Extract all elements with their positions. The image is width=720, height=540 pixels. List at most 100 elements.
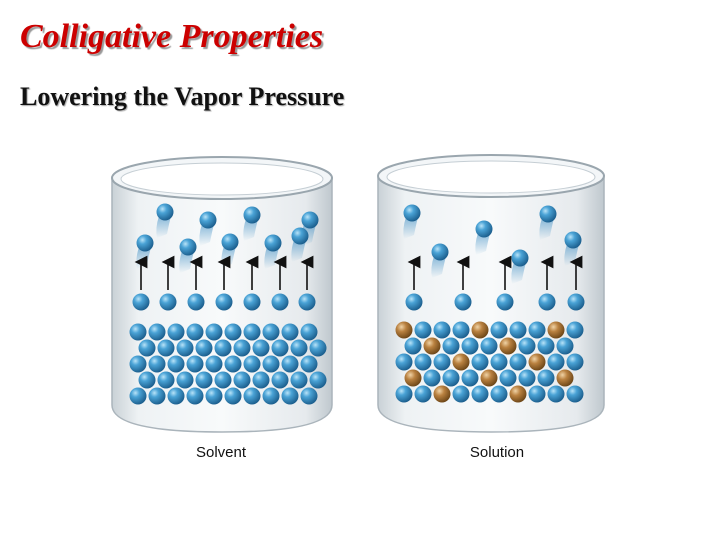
solvent-particle bbox=[195, 371, 213, 389]
solvent-particle bbox=[404, 337, 422, 355]
solvent-particle bbox=[271, 371, 289, 389]
solvent-particle bbox=[233, 371, 251, 389]
solvent-particle bbox=[281, 323, 299, 341]
solvent-particle bbox=[566, 353, 584, 371]
solvent-particle bbox=[490, 385, 508, 403]
solvent-particle bbox=[262, 323, 280, 341]
solvent-particle bbox=[243, 387, 261, 405]
solute-particle bbox=[452, 353, 470, 371]
solute-particle bbox=[404, 369, 422, 387]
solvent-particle bbox=[138, 339, 156, 357]
solvent-particle bbox=[300, 387, 318, 405]
solvent-particle bbox=[475, 220, 493, 238]
solvent-particle bbox=[205, 323, 223, 341]
vapor-trail bbox=[291, 240, 306, 262]
solvent-particle bbox=[205, 387, 223, 405]
solvent-particle bbox=[129, 387, 147, 405]
solvent-particle bbox=[452, 321, 470, 339]
solvent-particle bbox=[556, 337, 574, 355]
slide-title: Colligative Properties bbox=[20, 18, 324, 55]
solvent-particle bbox=[224, 323, 242, 341]
solvent-particle bbox=[301, 211, 319, 229]
solvent-particle bbox=[271, 293, 289, 311]
solvent-particle bbox=[309, 339, 327, 357]
solvent-particle bbox=[395, 353, 413, 371]
solute-particle bbox=[480, 369, 498, 387]
solvent-particle bbox=[433, 353, 451, 371]
solvent-particle bbox=[442, 337, 460, 355]
solvent-particle bbox=[176, 371, 194, 389]
solvent-particle bbox=[138, 371, 156, 389]
solvent-particle bbox=[252, 339, 270, 357]
solvent-particle bbox=[186, 323, 204, 341]
solvent-particle bbox=[129, 355, 147, 373]
solvent-particle bbox=[281, 355, 299, 373]
solvent-particle bbox=[252, 371, 270, 389]
solvent-particle bbox=[156, 203, 174, 221]
solvent-particle bbox=[132, 293, 150, 311]
solvent-particle bbox=[262, 355, 280, 373]
solvent-particle bbox=[509, 321, 527, 339]
solvent-particle bbox=[243, 355, 261, 373]
solute-particle bbox=[547, 321, 565, 339]
solvent-particle bbox=[243, 323, 261, 341]
solvent-particle bbox=[129, 323, 147, 341]
solvent-particle bbox=[431, 243, 449, 261]
solvent-particle bbox=[414, 353, 432, 371]
solvent-particle bbox=[262, 387, 280, 405]
solvent-particle bbox=[547, 385, 565, 403]
solvent-particle bbox=[157, 339, 175, 357]
beaker-glass bbox=[377, 177, 605, 433]
vapor-trail bbox=[539, 218, 554, 240]
vapor-trail bbox=[564, 244, 579, 266]
solvent-particle bbox=[537, 337, 555, 355]
solvent-particle bbox=[395, 385, 413, 403]
solvent-particle bbox=[291, 227, 309, 245]
vapor-trail bbox=[403, 217, 418, 239]
solvent-particle bbox=[243, 293, 261, 311]
solvent-particle bbox=[298, 293, 316, 311]
solvent-particle bbox=[221, 233, 239, 251]
vapor-trail bbox=[243, 219, 258, 241]
solvent-particle bbox=[471, 353, 489, 371]
solvent-particle bbox=[199, 211, 217, 229]
vapor-trail bbox=[475, 233, 490, 255]
solvent-particle bbox=[186, 387, 204, 405]
solvent-particle bbox=[405, 293, 423, 311]
solute-particle bbox=[499, 337, 517, 355]
solvent-particle bbox=[214, 339, 232, 357]
solvent-particle bbox=[176, 339, 194, 357]
solvent-particle bbox=[300, 355, 318, 373]
vapor-trail bbox=[264, 247, 279, 269]
solvent-particle bbox=[454, 293, 472, 311]
solution-vapor bbox=[403, 204, 582, 284]
solute-particle bbox=[528, 353, 546, 371]
solvent-particle bbox=[490, 321, 508, 339]
solvent-particle bbox=[509, 353, 527, 371]
solvent-particle bbox=[159, 293, 177, 311]
solute-particle bbox=[395, 321, 413, 339]
solvent-particle bbox=[148, 387, 166, 405]
vapor-trail bbox=[431, 256, 446, 278]
solvent-particle bbox=[167, 355, 185, 373]
solvent-particle bbox=[480, 337, 498, 355]
solvent-particle bbox=[224, 387, 242, 405]
solvent-particle bbox=[264, 234, 282, 252]
solvent-particle bbox=[414, 385, 432, 403]
solvent-particle bbox=[290, 371, 308, 389]
solute-particle bbox=[509, 385, 527, 403]
solvent-particle bbox=[423, 369, 441, 387]
solvent-particle bbox=[215, 293, 233, 311]
solvent-particle bbox=[243, 206, 261, 224]
solvent-particle bbox=[309, 371, 327, 389]
solvent-particle bbox=[224, 355, 242, 373]
vapor-trail bbox=[199, 224, 214, 246]
beaker-solvent: Solvent bbox=[111, 156, 333, 461]
solvent-particle bbox=[452, 385, 470, 403]
evaporation-arrows bbox=[405, 255, 585, 311]
solvent-particle bbox=[403, 204, 421, 222]
solvent-vapor bbox=[136, 203, 319, 273]
solvent-particle bbox=[148, 355, 166, 373]
solvent-particle bbox=[442, 369, 460, 387]
solvent-particle bbox=[564, 231, 582, 249]
